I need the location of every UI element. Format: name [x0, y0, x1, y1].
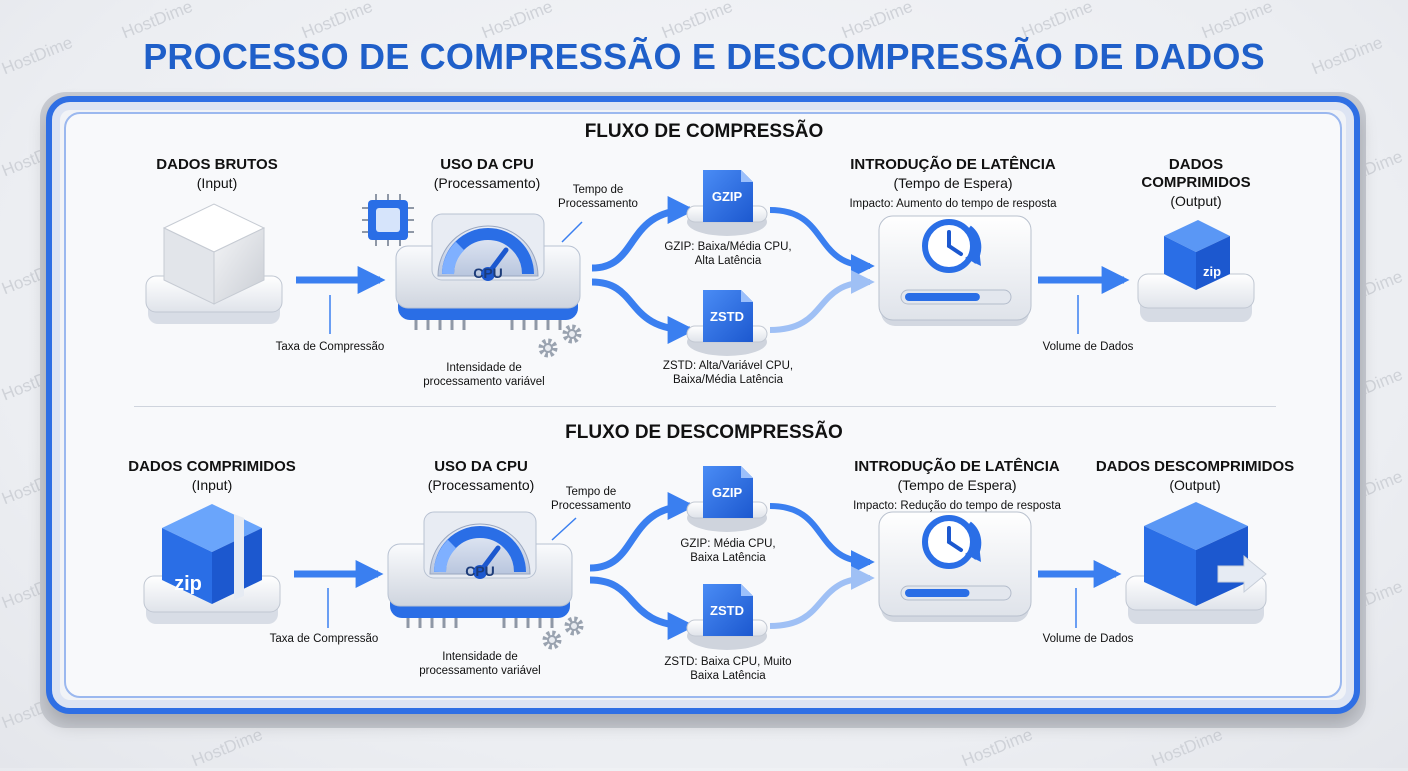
latency-progress-bar: [905, 293, 980, 301]
cpu-gauge-label: CPU: [473, 265, 503, 281]
gear-icon: [565, 327, 579, 341]
cpu-usage-label: USO DA CPU (Processamento): [402, 156, 572, 192]
processing-intensity-label: Intensidade de processamento variável: [423, 362, 545, 388]
cpu-usage-sub: (Processamento): [433, 175, 541, 191]
latency-sub: (Tempo de Espera): [897, 477, 1017, 493]
cpu-usage-title: USO DA CPU: [434, 458, 528, 475]
gear-icon: [541, 341, 555, 355]
chip-icon: [362, 194, 414, 246]
zstd-icon-text: ZSTD: [710, 603, 744, 618]
decompressed-output-label: DADOS DESCOMPRIMIDOS (Output): [1082, 458, 1308, 494]
raw-data-sub: (Input): [196, 175, 238, 191]
gear-icon: [545, 633, 559, 647]
decompression-flow-title: FLUXO DE DESCOMPRESSÃO: [565, 422, 843, 443]
cpu-usage-title: USO DA CPU: [440, 156, 534, 173]
processing-time-label: Tempo de Processamento: [551, 486, 631, 512]
raw-data-label: DADOS BRUTOS (Input): [132, 156, 302, 192]
zip-label: zip: [1203, 264, 1221, 279]
compressed-input-label: DADOS COMPRIMIDOS (Input): [112, 458, 312, 494]
zip-box-icon: [1137, 220, 1255, 322]
compressed-output-title: DADOS COMPRIMIDOS: [1141, 156, 1251, 191]
compression-flow-title: FLUXO DE COMPRESSÃO: [584, 121, 824, 142]
processing-time-label: Tempo de Processamento: [558, 184, 638, 210]
compressed-data-box: [143, 504, 281, 624]
compressed-output-label: DADOS COMPRIMIDOS (Output): [1124, 156, 1268, 210]
zstd-description: ZSTD: Baixa CPU, Muito Baixa Latência: [664, 656, 792, 682]
decompressed-cube-icon: [1125, 502, 1267, 624]
zstd-description: ZSTD: Alta/Variável CPU, Baixa/Média Lat…: [662, 360, 794, 386]
raw-data-title: DADOS BRUTOS: [156, 156, 278, 173]
compression-rate-label: Taxa de Compressão: [275, 341, 385, 353]
compression-rate-label: Taxa de Compressão: [269, 633, 379, 645]
data-volume-label: Volume de Dados: [1042, 633, 1134, 645]
processing-intensity-label: Intensidade de processamento variável: [419, 651, 541, 677]
latency-title: INTRODUÇÃO DE LATÊNCIA: [850, 156, 1056, 173]
gzip-description: GZIP: Média CPU, Baixa Latência: [680, 538, 776, 564]
clock-icon: [879, 512, 1031, 622]
latency-impact: Impacto: Aumento do tempo de resposta: [849, 198, 1057, 210]
compressed-output-sub: (Output): [1170, 193, 1222, 209]
gzip-icon-text: GZIP: [712, 485, 743, 500]
latency-sub: (Tempo de Espera): [893, 175, 1013, 191]
decompressed-output-sub: (Output): [1169, 477, 1221, 493]
gzip-icon-text: GZIP: [712, 189, 743, 204]
raw-data-cube: [145, 203, 283, 324]
latency-title: INTRODUÇÃO DE LATÊNCIA: [854, 458, 1060, 475]
decompressed-output-title: DADOS DESCOMPRIMIDOS: [1095, 458, 1295, 475]
cpu-usage-label: USO DA CPU (Processamento): [396, 458, 566, 494]
data-volume-label: Volume de Dados: [1042, 341, 1134, 353]
latency-label: INTRODUÇÃO DE LATÊNCIA (Tempo de Espera)…: [840, 458, 1074, 515]
gear-icon: [567, 619, 581, 633]
gzip-description: GZIP: Baixa/Média CPU, Alta Latência: [664, 241, 792, 267]
cpu-usage-sub: (Processamento): [427, 477, 535, 493]
page-title: PROCESSO DE COMPRESSÃO E DESCOMPRESSÃO D…: [143, 36, 1265, 77]
compressed-input-sub: (Input): [191, 477, 233, 493]
section-divider: [134, 406, 1276, 407]
latency-impact: Impacto: Redução do tempo de resposta: [853, 500, 1061, 512]
clock-icon: [879, 216, 1031, 326]
zstd-icon-text: ZSTD: [710, 309, 744, 324]
latency-label: INTRODUÇÃO DE LATÊNCIA (Tempo de Espera)…: [836, 156, 1070, 213]
zip-label: zip: [174, 573, 202, 595]
cpu-gauge-label: CPU: [465, 563, 495, 579]
latency-progress-bar: [905, 589, 970, 597]
compressed-input-title: DADOS COMPRIMIDOS: [128, 458, 296, 475]
